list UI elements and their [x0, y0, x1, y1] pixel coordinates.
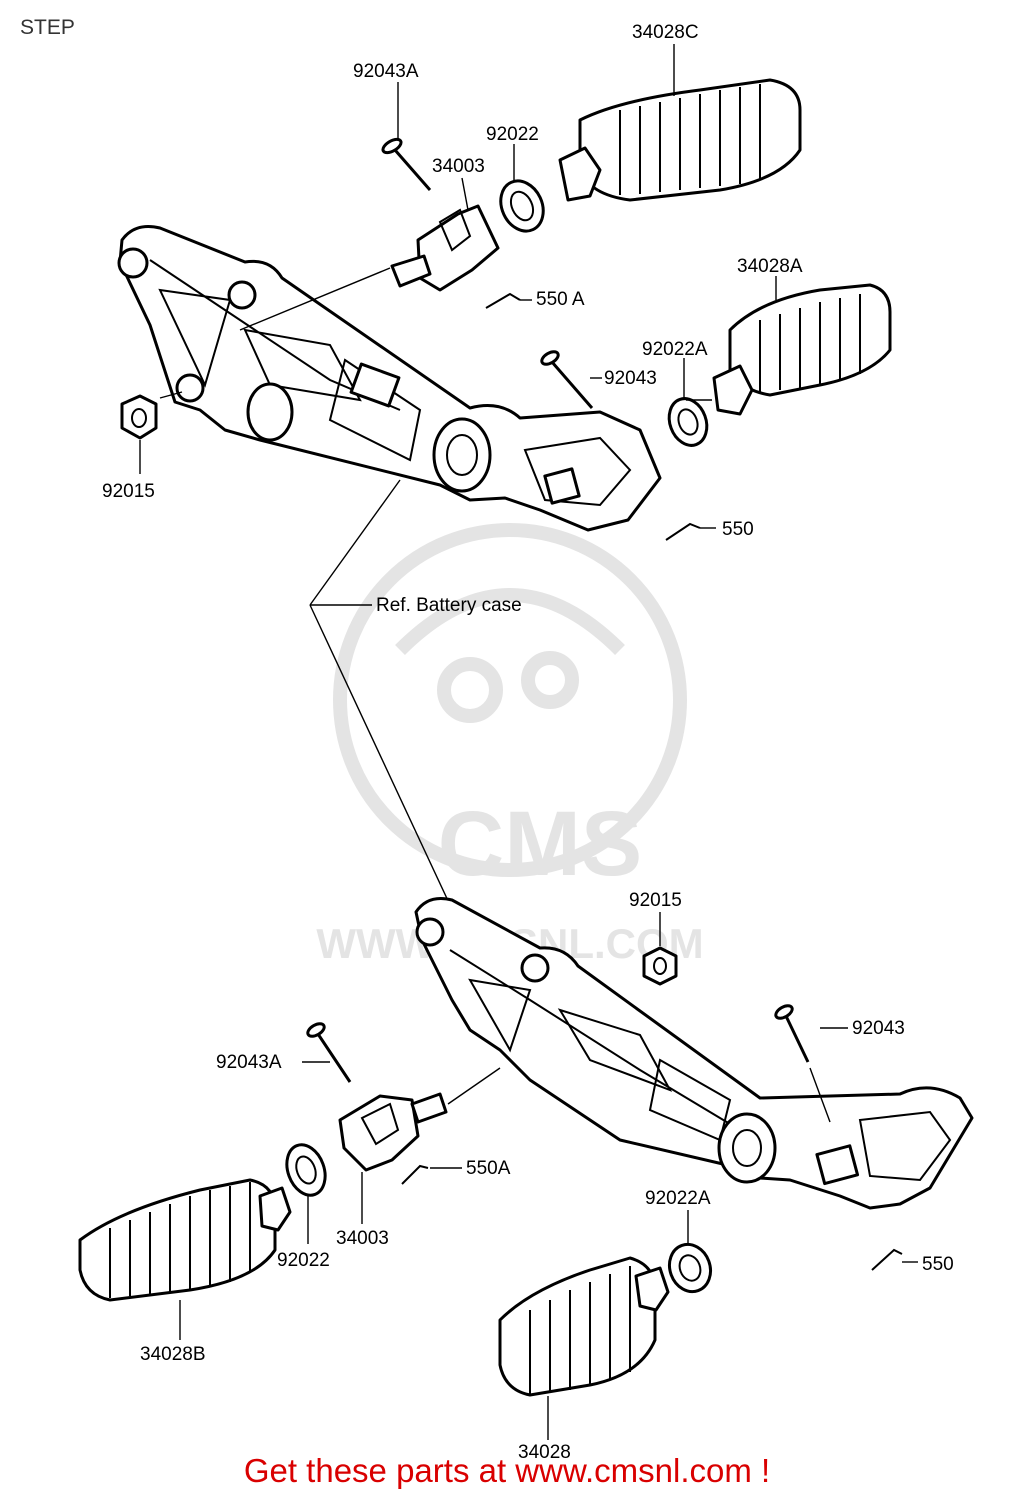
- lower-washer-92022A: [667, 1242, 713, 1294]
- lower-footpeg-34028: [498, 1256, 670, 1397]
- label-92043A-top: 92043A: [353, 61, 419, 82]
- watermark-emblem: [333, 523, 687, 877]
- label-34028B: 34028B: [140, 1344, 206, 1365]
- lower-washer-92022: [285, 1143, 327, 1197]
- lower-cotter-550: [871, 1248, 903, 1271]
- label-92022-top: 92022: [486, 124, 539, 145]
- upper-bracket: [117, 225, 662, 532]
- upper-washer-92022: [499, 179, 545, 233]
- part-labels: 34028C 92043A 92022 34003 550 A 34028A 9…: [102, 22, 954, 1463]
- watermark-figure: [395, 588, 625, 655]
- watermark-brand: CMS: [438, 793, 642, 895]
- label-34003-bottom: 34003: [336, 1228, 389, 1249]
- lower-footpeg-34028B: [78, 1178, 292, 1302]
- upper-pin-92043A: [381, 137, 432, 191]
- label-550A-bottom: 550A: [466, 1158, 511, 1179]
- watermark: [333, 523, 687, 877]
- lower-pin-92043A: [306, 1022, 352, 1083]
- label-92043A-bottom: 92043A: [216, 1052, 282, 1073]
- label-92015-top: 92015: [102, 481, 155, 502]
- lower-cotter-550A: [401, 1164, 429, 1185]
- label-92043-top: 92043: [604, 368, 657, 389]
- lower-leader-lines: [179, 912, 918, 1440]
- label-550-top: 550: [722, 519, 754, 540]
- watermark-eye-right: [521, 651, 579, 709]
- upper-nut-92015: [120, 394, 158, 440]
- label-34003-top: 34003: [432, 156, 485, 177]
- lower-nut-92015: [642, 946, 678, 986]
- upper-footpeg-34028A: [712, 283, 892, 416]
- label-92022-bottom: 92022: [277, 1250, 330, 1271]
- upper-cotter-550: [665, 522, 701, 541]
- lower-pin-92043: [774, 1004, 810, 1063]
- label-92022A-top: 92022A: [642, 339, 708, 360]
- label-reference-note: Ref. Battery case: [376, 595, 522, 616]
- label-34028A: 34028A: [737, 256, 803, 277]
- label-34028C: 34028C: [632, 22, 699, 43]
- upper-pin-92043: [540, 350, 594, 409]
- watermark-eye-left: [437, 657, 503, 723]
- upper-footpeg-34028C: [558, 78, 802, 202]
- label-550A-top: 550 A: [536, 289, 585, 310]
- upper-washer-92022A: [667, 397, 709, 447]
- label-92022A-bottom: 92022A: [645, 1188, 711, 1209]
- label-92015-bottom: 92015: [629, 890, 682, 911]
- page-title: STEP: [20, 16, 75, 39]
- upper-cotter-550A: [485, 292, 521, 309]
- label-34028: 34028: [518, 1442, 571, 1463]
- upper-leader-lines: [139, 44, 777, 529]
- footer-link[interactable]: Get these parts at www.cmsnl.com !: [243, 1452, 771, 1489]
- reference-lines: [309, 479, 451, 906]
- upper-holder-34003: [390, 204, 500, 292]
- lower-holder-34003: [338, 1092, 448, 1172]
- lower-bracket: [414, 897, 974, 1210]
- label-92043-bottom: 92043: [852, 1018, 905, 1039]
- label-550-bottom: 550: [922, 1254, 954, 1275]
